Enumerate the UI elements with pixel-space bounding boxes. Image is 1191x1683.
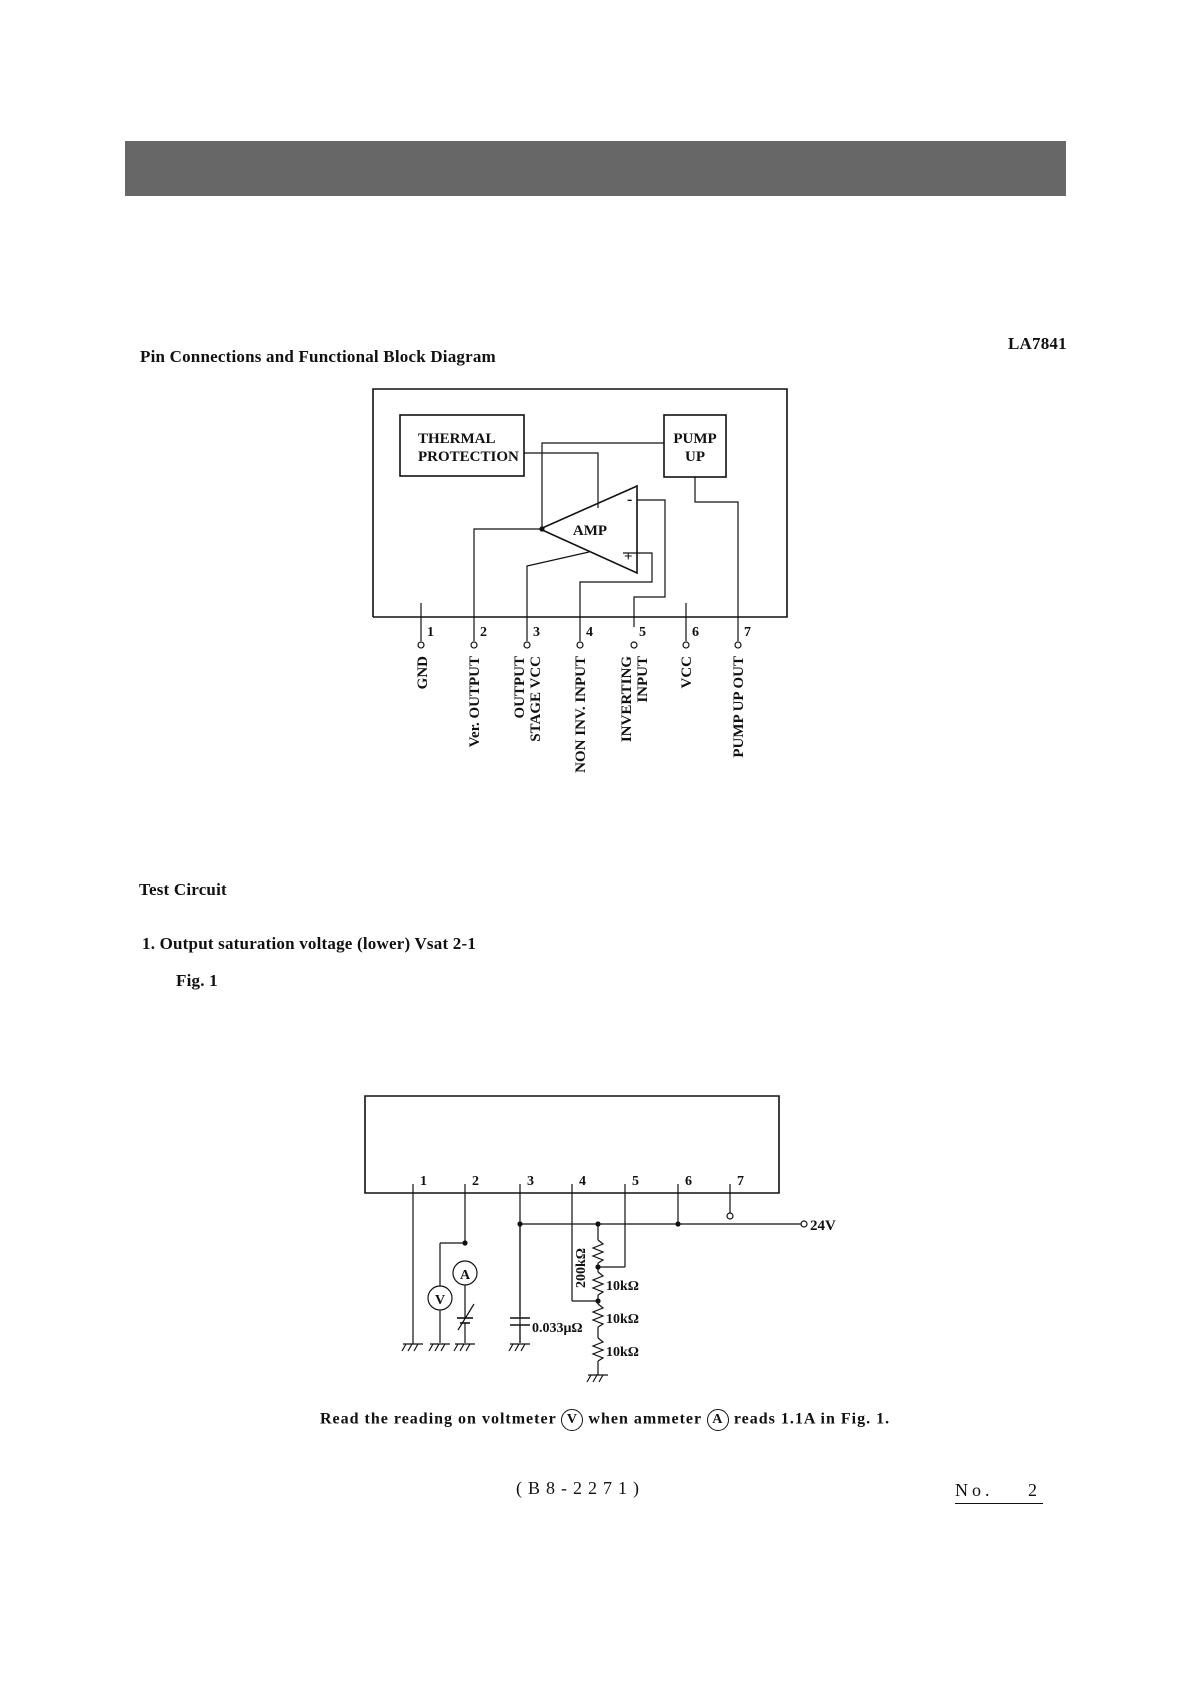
thermal-protection-block — [399, 414, 525, 477]
pin-2-name: Ver. OUTPUT — [467, 656, 483, 747]
test-pin-6: 6 — [685, 1174, 692, 1189]
pin-4-number: 4 — [586, 625, 593, 640]
r1-label: 200kΩ — [574, 1248, 589, 1288]
instruction-part-2: when ammeter — [588, 1410, 702, 1428]
thermal-label: THERMAL — [418, 431, 496, 447]
r2-label: 10kΩ — [606, 1279, 639, 1294]
ammeter-circle-symbol: A — [706, 1409, 729, 1431]
pin-3-name: OUTPUT — [512, 656, 528, 719]
voltmeter-symbol: V — [435, 1293, 445, 1308]
cap-label: 0.033μΩ — [532, 1321, 583, 1336]
pin-6-name: VCC — [679, 656, 695, 689]
page-label: No. — [955, 1480, 994, 1500]
test-package-outline — [364, 1095, 780, 1194]
pin-1-name: GND — [415, 656, 431, 690]
pin-2-number: 2 — [480, 625, 487, 640]
resistor-10k-3 — [591, 1337, 605, 1362]
figure-label: Fig. 1 — [176, 971, 218, 990]
pin-3-number: 3 — [533, 625, 540, 640]
pin-7-name: PUMP UP OUT — [731, 656, 747, 758]
pin-3-name-2: STAGE VCC — [528, 656, 544, 742]
voltmeter-circle-symbol: V — [561, 1409, 584, 1431]
resistor-10k-1 — [591, 1271, 605, 1296]
amp-label: AMP — [573, 523, 607, 539]
pin-5-name: INVERTING — [619, 656, 635, 742]
test-item-title: 1. Output saturation voltage (lower) Vsa… — [142, 934, 477, 953]
protection-label: PROTECTION — [418, 449, 519, 465]
pin-5-name-2: INPUT — [635, 656, 651, 703]
plus-sign: + — [624, 549, 633, 565]
pin-1-number: 1 — [427, 625, 434, 640]
r3-label: 10kΩ — [606, 1312, 639, 1327]
supply-label: 24V — [810, 1218, 836, 1234]
pin-terminals — [417, 641, 742, 649]
test-pin-7: 7 — [737, 1174, 744, 1189]
pin-7-number: 7 — [744, 625, 751, 640]
pin-leads — [420, 603, 687, 641]
pump-label: PUMP — [673, 431, 716, 447]
header-bar — [125, 141, 1066, 196]
minus-sign: - — [627, 491, 632, 508]
test-pin-2: 2 — [472, 1174, 479, 1189]
pin-6-number: 6 — [692, 625, 699, 640]
pin-4-name: NON INV. INPUT — [573, 656, 589, 773]
pin-5-number: 5 — [639, 625, 646, 640]
test-pin-3: 3 — [527, 1174, 534, 1189]
resistor-200k — [591, 1239, 605, 1264]
block-diagram-title: Pin Connections and Functional Block Dia… — [140, 347, 496, 366]
package-outline — [372, 388, 788, 618]
page-number: No. 2 — [955, 1480, 1043, 1504]
resistor-10k-2 — [591, 1303, 605, 1328]
ground-symbols — [401, 1343, 608, 1383]
instruction-line: Read the reading on voltmeter V when amm… — [320, 1409, 890, 1431]
page-number-value: 2 — [1028, 1480, 1041, 1500]
part-number: LA7841 — [1008, 334, 1067, 353]
ammeter-symbol: A — [460, 1268, 471, 1283]
doc-reference: (B8-2271) — [516, 1478, 645, 1498]
test-pin-4: 4 — [579, 1174, 586, 1189]
r4-label: 10kΩ — [606, 1345, 639, 1360]
test-pin-5: 5 — [632, 1174, 639, 1189]
instruction-part-1: Read the reading on voltmeter — [320, 1410, 557, 1428]
up-label: UP — [685, 449, 705, 465]
amp-triangle — [538, 484, 638, 575]
test-circuit-title: Test Circuit — [139, 880, 227, 899]
instruction-part-3: reads 1.1A in Fig. 1. — [733, 1410, 891, 1428]
test-pin-1: 1 — [420, 1174, 427, 1189]
